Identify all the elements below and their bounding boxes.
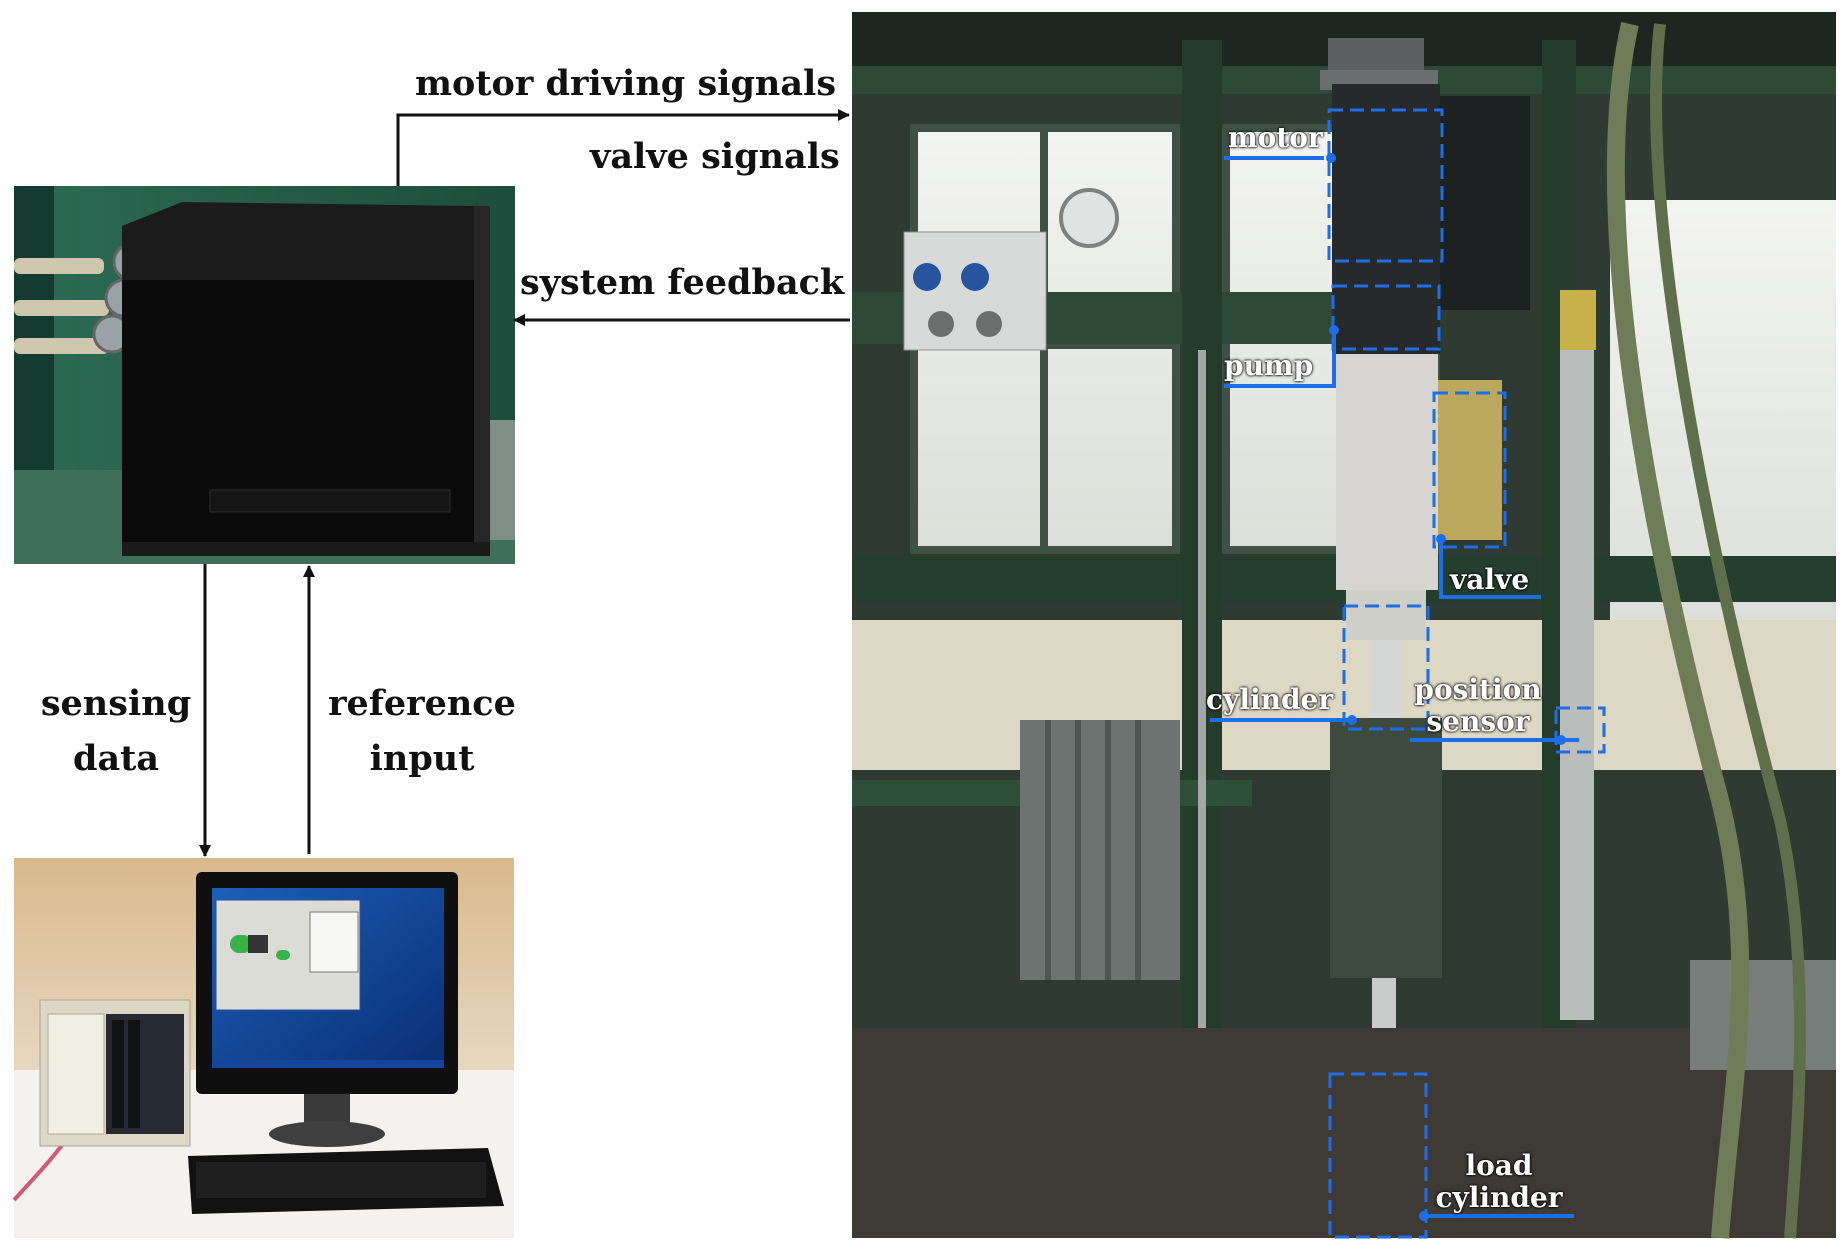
reference-input-label: reference input [322,686,522,776]
test-rig-photo [852,12,1836,1239]
pump-tag: pump [1224,349,1314,382]
valve-tag: valve [1450,563,1530,596]
position-sensor-highlight-box [1554,706,1606,754]
load-cylinder-line-2: cylinder [1435,1181,1563,1214]
system-feedback-label: system feedback [520,262,845,303]
cylinder-highlight-box [1342,604,1430,731]
leader-dots [1326,153,1566,1221]
pump-highlight-box [1331,284,1441,351]
valve-signals-label: valve signals [590,136,840,177]
radiator [1020,720,1180,980]
motor-signal-arrow [396,109,850,186]
controller-box-photo [14,186,515,564]
sensing-data-label: sensing data [30,686,202,776]
signal-arrows [199,109,850,857]
motor-driving-signals-label: motor driving signals [415,63,837,104]
label-leader-lines [1210,156,1579,1218]
position-sensor-line-1: position [1414,673,1542,706]
position-sensor-line-2: sensor [1426,705,1530,738]
position-sensor-tag: position sensor [1398,676,1558,736]
cylinder-tag: cylinder [1206,683,1334,716]
load-cylinder-tag: load cylinder [1424,1152,1574,1212]
sensing-data-line-1: sensing [40,683,192,724]
load-cylinder-highlight-box [1328,1072,1428,1239]
host-pc-photo [12,858,514,1238]
motor-highlight-box [1327,108,1444,263]
monitor [196,872,458,1147]
highlight-boxes [1327,108,1606,1239]
reference-input-line-2: input [369,738,475,779]
sensing-data-line-2: data [73,738,159,779]
valve-highlight-box [1432,391,1507,549]
keyboard [188,1148,504,1214]
load-cylinder-line-1: load [1465,1149,1533,1182]
reference-input-line-1: reference [328,683,516,724]
chassis [39,999,191,1147]
motor-tag: motor [1228,121,1323,154]
